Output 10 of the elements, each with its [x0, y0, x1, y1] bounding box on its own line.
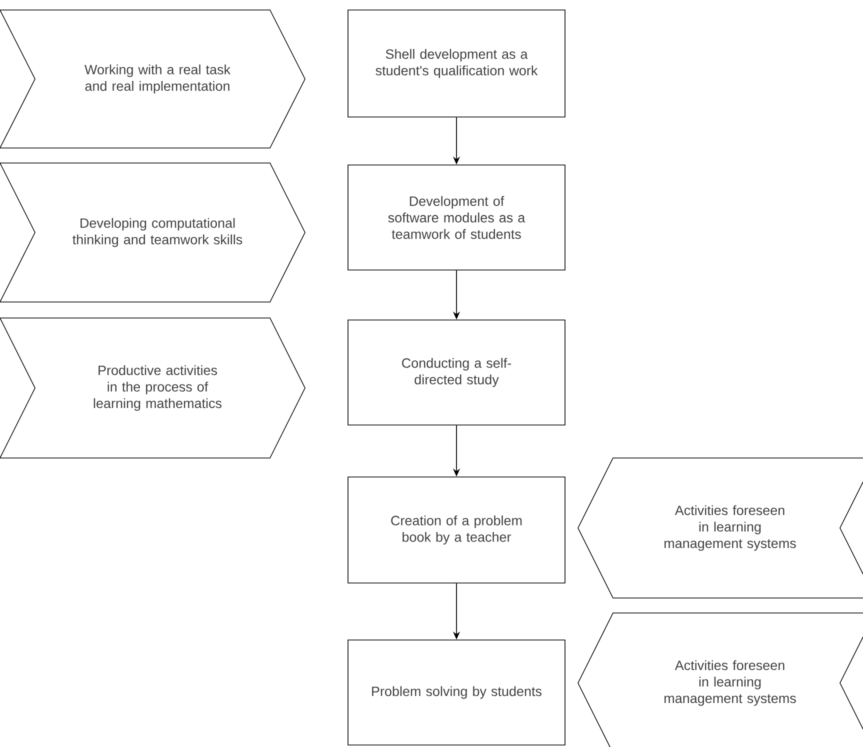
notched-banner: Developing computational thinking and teamwork skills — [0, 162, 306, 302]
process-box: Creation of a problem book by a teacher — [348, 476, 566, 584]
notched-banner: Productive activities in the process of learning mathematics — [0, 318, 306, 458]
process-box: Shell development as a student's qualification work — [348, 10, 566, 118]
process-box: Problem solving by students — [348, 640, 566, 746]
process-box: Conducting a self-directed study — [348, 320, 566, 426]
notched-banner: Activities foreseen in learning management systems — [578, 612, 863, 747]
notched-banner: Working with a real task and real implementation — [0, 10, 306, 148]
notched-banner: Activities foreseen in learning management systems — [578, 458, 863, 598]
process-box: Development of software modules as a teamwork of students — [348, 164, 566, 270]
